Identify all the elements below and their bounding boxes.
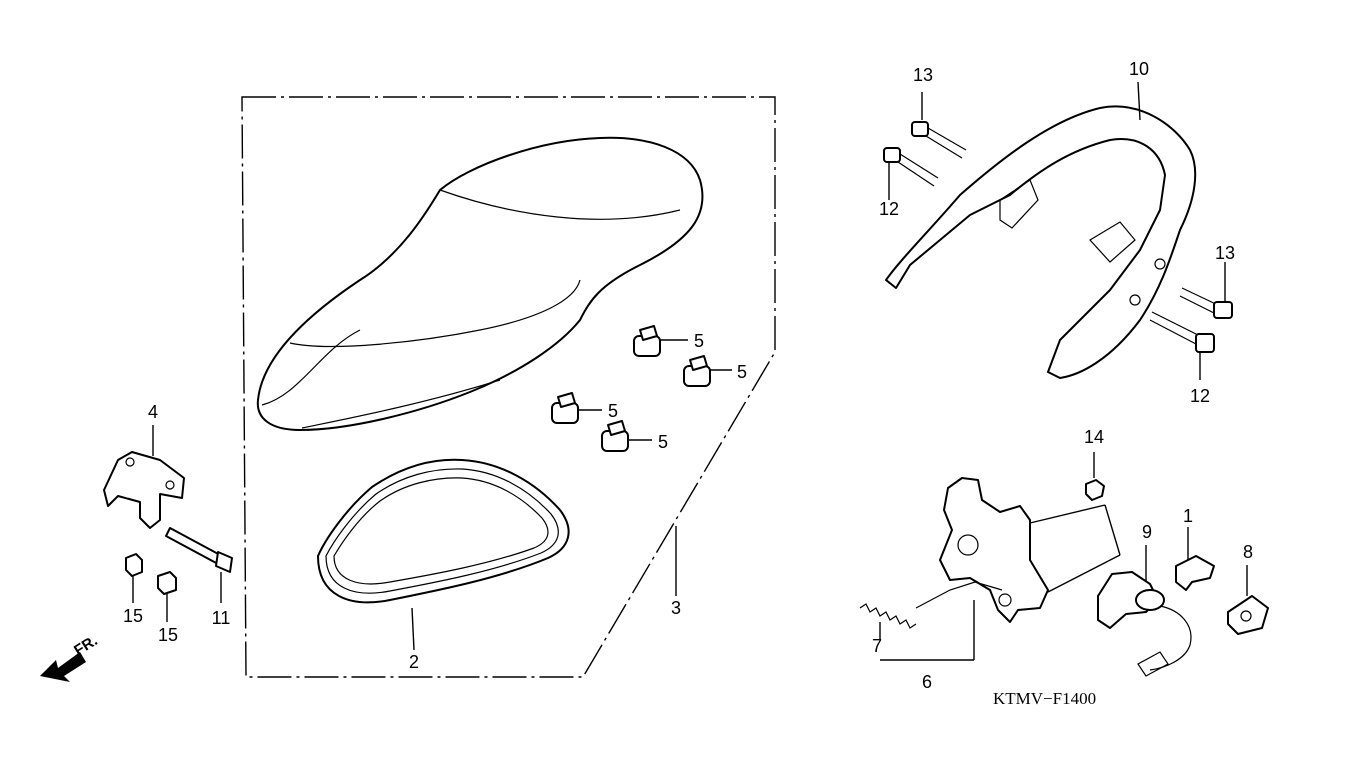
latch-spring-part [859,603,917,640]
seat-band-part [317,458,570,604]
callout-3: 3 [671,598,681,618]
clip-part [683,355,732,387]
callout-9: 9 [1142,522,1152,542]
nut-part [125,553,143,603]
leader-2 [411,607,415,651]
callout-10: 10 [1129,59,1149,79]
callout-4: 4 [148,402,158,422]
seat-part [256,136,704,431]
rail-bolt-part [1179,262,1233,319]
callout-14: 14 [1084,427,1104,447]
callout-2: 2 [409,652,419,672]
rail-bolt-part [911,92,967,159]
callout-5: 5 [737,362,747,382]
callout-11: 11 [212,608,231,628]
callout-13: 13 [913,65,933,85]
callout-5: 5 [658,432,668,452]
callout-12: 12 [879,199,899,219]
callout-8: 8 [1243,542,1253,562]
front-direction-arrow: FR. [40,632,101,682]
callout-1: 1 [1183,506,1193,526]
callout-15: 15 [123,606,143,626]
rail-bolt-part [1149,311,1215,380]
hinge-bolt-part [165,527,233,603]
clip-part [601,420,652,452]
callout-7: 7 [872,636,882,656]
diagram-code: KTMV−F1400 [993,689,1096,708]
grab-rail-part [885,81,1197,379]
latch-nut-part [1085,452,1105,501]
callout-6: 6 [922,672,932,692]
callout-5: 5 [694,331,704,351]
callout-5: 5 [608,401,618,421]
callout-12: 12 [1190,386,1210,406]
hinge-bracket-part [103,425,185,529]
lock-plate-part [1227,565,1269,635]
clip-part [633,325,688,357]
lock-clip-part [1175,527,1215,591]
seat-assembly-boundary [241,96,776,678]
callout-13: 13 [1215,243,1235,263]
clip-part [551,392,602,424]
key-cylinder-part [1097,545,1192,677]
rail-bolt-part [883,147,939,200]
seat-latch-part [880,477,1121,661]
callout-15: 15 [158,625,178,645]
nut-part [157,571,177,622]
